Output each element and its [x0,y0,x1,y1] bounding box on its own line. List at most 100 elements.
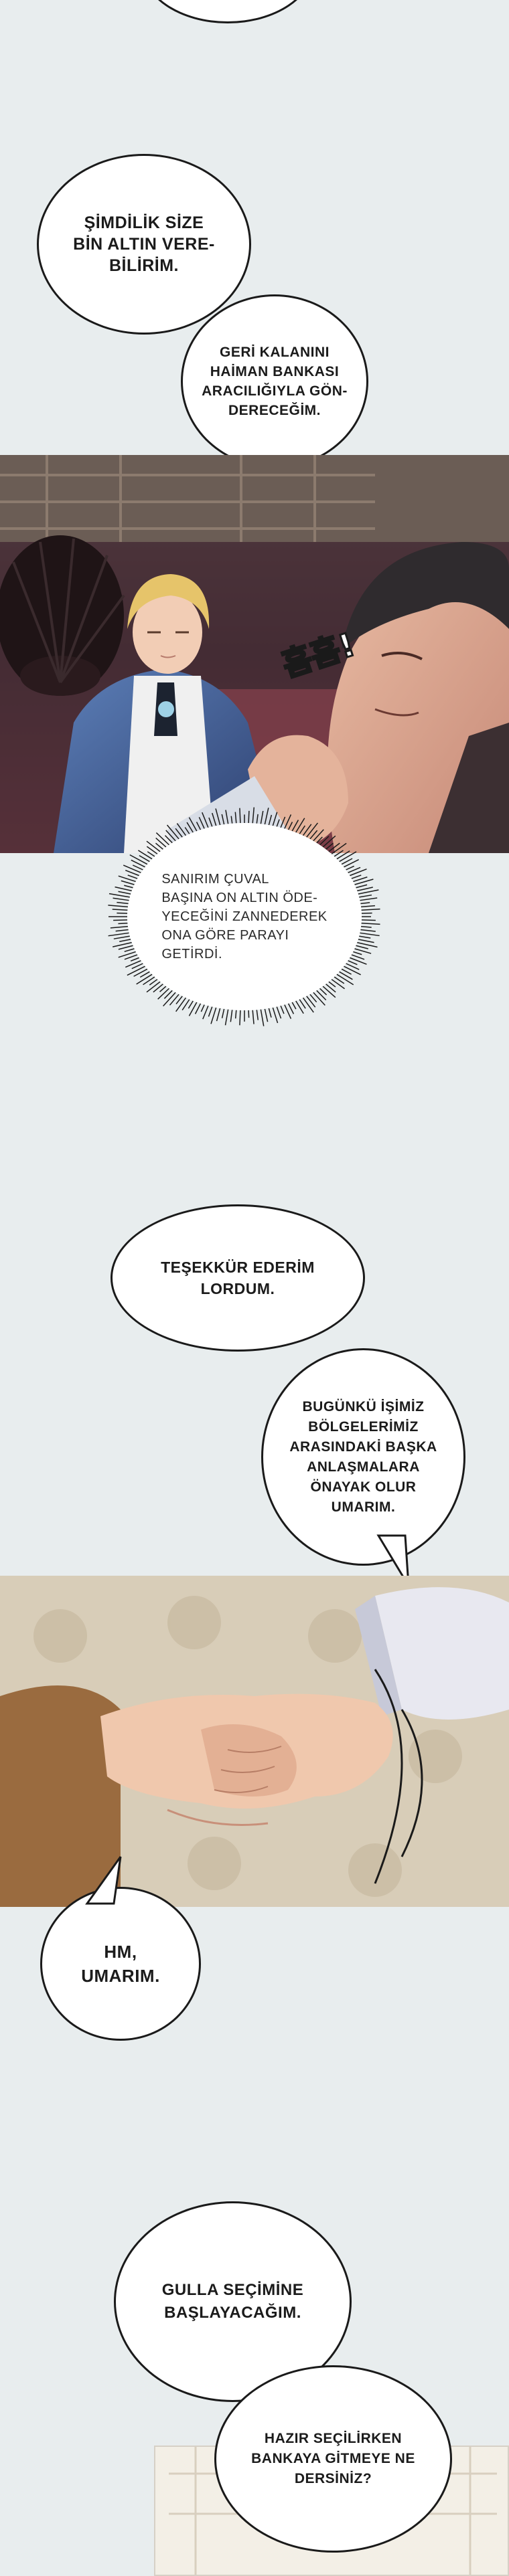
burst-ray [351,875,362,879]
burst-ray [139,971,150,978]
burst-ray [129,854,148,865]
burst-ray [210,1007,217,1024]
burst-ray [272,1007,279,1024]
burst-ray [284,814,292,829]
burst-ray [339,971,353,980]
burst-ray [334,850,344,857]
burst-ray [127,965,145,976]
burst-ray [202,812,209,828]
burst-ray [350,868,367,877]
burst-ray [360,897,378,901]
burst-ray [157,988,170,1000]
speech-text-6: HM, UMARIM. [81,1942,160,1986]
burst-ray [360,929,376,932]
bubble-tail-5 [376,1534,410,1586]
burst-ray [175,828,183,838]
speech-text-2: GERİ KALANINI HAİMAN BANKASI ARACILIĞIYL… [202,345,348,418]
burst-ray [361,908,380,911]
burst-ray [230,1010,233,1022]
burst-ray [198,817,205,829]
burst-ray [124,885,133,889]
burst-ray [155,837,167,848]
burst-ray [264,808,269,825]
burst-ray [344,965,361,976]
burst-ray [138,850,153,860]
burst-ray [341,858,353,865]
burst-ray [113,935,130,939]
burst-ray [166,824,179,840]
burst-ray [169,994,179,1006]
burst-ray [164,835,173,844]
burst-ray [212,812,217,826]
burst-ray [131,859,145,868]
burst-ray [316,836,323,844]
burst-ray [295,1000,304,1014]
burst-ray [336,974,354,986]
burst-ray [125,960,141,968]
burst-ray [291,820,299,832]
burst-ray [184,827,190,834]
burst-ray [339,851,357,862]
burst-ray [272,812,278,826]
burst-ray [353,877,368,883]
burst-ray [306,822,319,838]
speech-bubble-4: TEŞEKKÜR EDERİM LORDUM. [111,1204,365,1352]
burst-ray [225,810,229,824]
burst-ray [215,808,221,826]
burst-ray [358,889,379,895]
handshake-art [0,1576,509,1907]
burst-ray [252,1010,254,1024]
burst-ray [284,1004,292,1019]
burst-ray [280,1005,285,1014]
burst-ray [108,893,130,898]
burst-ray [357,941,378,948]
burst-ray [328,842,340,852]
meeting-scene-art: 흠흠! [0,455,509,853]
burst-ray [353,951,362,955]
burst-ray [276,1006,282,1019]
burst-ray [224,1009,229,1026]
burst-ray [108,905,129,908]
burst-ray [356,884,368,889]
burst-ray [295,818,305,833]
burst-ray [256,814,259,824]
burst-ray [322,835,336,848]
burst-ray [127,875,138,879]
burst-ray [221,1008,225,1018]
burst-ray [125,869,139,877]
burst-ray [248,810,250,824]
burst-ray [331,842,347,854]
burst-ray [153,984,163,993]
burst-ray [319,988,328,996]
burst-ray [216,1008,221,1022]
burst-ray [118,875,136,883]
burst-ray [302,997,314,1013]
burst-ray [208,1006,213,1017]
burst-ray [115,886,132,892]
thought-burst-1: SANIRIM ÇUVAL BAŞINA ON ALTIN ÖDE- YECEĞ… [104,803,385,1030]
burst-ray [124,948,135,952]
burst-ray [359,894,372,898]
burst-ray [299,825,305,834]
burst-ray [159,986,167,992]
burst-ray [108,932,129,937]
burst-ray [118,891,131,895]
burst-ray [113,941,132,947]
burst-ray [299,999,306,1009]
burst-ray [143,976,155,986]
burst-ray [336,850,350,860]
burst-ray [313,829,324,842]
burst-ray [136,974,153,985]
burst-ray [325,984,336,993]
burst-ray [260,1009,265,1026]
burst-ray [113,919,128,921]
burst-ray [322,986,336,998]
burst-ray [256,1010,259,1020]
speech-bubble-top-partial [141,0,315,23]
burst-ray [306,996,316,1008]
burst-ray [165,830,176,842]
burst-ray [351,954,365,960]
burst-ray [176,823,187,836]
speech-text-5: BUGÜNKÜ İŞİMİZ BÖLGELERİMİZ ARASINDAKİ B… [289,1398,437,1515]
speech-text-1: ŞİMDİLİK SİZE BİN ALTIN VERE- BİLİRİM. [73,213,215,275]
